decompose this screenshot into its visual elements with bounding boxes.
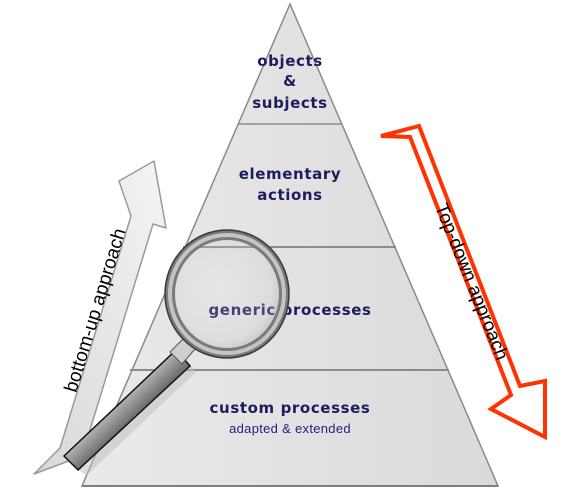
level-4-line-1: custom processes: [210, 399, 371, 417]
level-1-line-3: subjects: [252, 94, 327, 112]
level-1-line-2: &: [283, 72, 297, 90]
level-2-line-1: elementary: [239, 165, 341, 183]
magnifier-lens: [175, 240, 279, 348]
top-down-label: Top-down approach: [430, 201, 512, 364]
level-objects-subjects: objects & subjects: [252, 52, 327, 112]
bottom-up-arrow-shape: [33, 160, 167, 475]
top-down-arrow-shape: [380, 123, 547, 441]
level-elementary-actions: elementary actions: [239, 165, 341, 204]
level-2-line-2: actions: [257, 186, 322, 204]
magnifier-handle: [62, 348, 192, 472]
level-4-subtitle: adapted & extended: [229, 421, 351, 436]
level-custom-processes: custom processes adapted & extended: [210, 399, 371, 436]
level-1-line-1: objects: [257, 52, 323, 70]
magnifying-glass-icon: [62, 229, 290, 476]
